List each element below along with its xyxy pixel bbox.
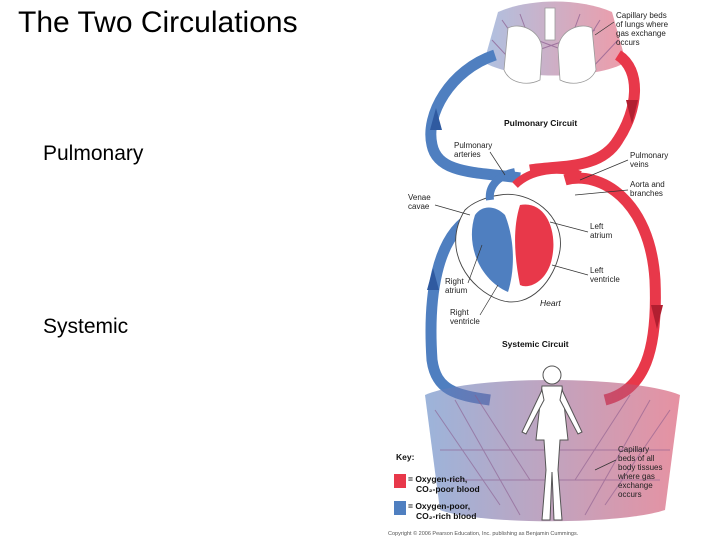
legend-key: Key: = Oxygen-rich, CO₂-poor blood = Oxy… — [394, 452, 480, 521]
svg-text:branches: branches — [630, 189, 663, 198]
svg-text:cavae: cavae — [408, 202, 430, 211]
label-pulmonary-arteries: Pulmonary arteries — [454, 141, 506, 176]
label-venae-cavae: Venae cavae — [408, 193, 471, 216]
label-heart: Heart — [540, 298, 561, 308]
svg-text:Capillary: Capillary — [618, 445, 649, 454]
key-swatch-oxygen-rich — [394, 474, 406, 488]
key-title: Key: — [396, 452, 415, 462]
svg-text:veins: veins — [630, 160, 649, 169]
key-oxygen-rich-line2: CO₂-poor blood — [416, 484, 480, 494]
svg-text:Left: Left — [590, 222, 604, 231]
svg-text:Venae: Venae — [408, 193, 431, 202]
svg-text:exchange: exchange — [618, 481, 653, 490]
key-oxygen-poor-line1: = Oxygen-poor, — [408, 501, 470, 511]
svg-text:occurs: occurs — [616, 38, 640, 47]
svg-text:ventricle: ventricle — [450, 317, 480, 326]
svg-text:where gas: where gas — [617, 472, 655, 481]
label-right-atrium: Right atrium — [445, 244, 483, 295]
label-right-ventricle: Right ventricle — [450, 284, 499, 326]
svg-text:gas exchange: gas exchange — [616, 29, 666, 38]
svg-text:Right: Right — [450, 308, 469, 317]
svg-text:Pulmonary: Pulmonary — [630, 151, 668, 160]
svg-text:beds of all: beds of all — [618, 454, 655, 463]
label-pulmonary-circuit: Pulmonary Circuit — [504, 118, 577, 128]
svg-text:occurs: occurs — [618, 490, 642, 499]
svg-text:arteries: arteries — [454, 150, 481, 159]
svg-text:Right: Right — [445, 277, 464, 286]
svg-text:of lungs where: of lungs where — [616, 20, 669, 29]
circulation-diagram: Capillary beds of lungs where gas exchan… — [388, 1, 680, 537]
systemic-artery-vessel — [563, 172, 661, 406]
svg-text:body tissues: body tissues — [618, 463, 662, 472]
label-pulmonary-veins: Pulmonary veins — [579, 151, 668, 181]
body-capillary-bed — [425, 365, 680, 522]
svg-text:Pulmonary: Pulmonary — [454, 141, 492, 150]
svg-text:ventricle: ventricle — [590, 275, 620, 284]
pulmonary-artery-vessel — [425, 49, 521, 184]
label-left-ventricle: Left ventricle — [551, 264, 620, 284]
key-swatch-oxygen-poor — [394, 501, 406, 515]
copyright-text: Copyright © 2006 Pearson Education, Inc.… — [388, 530, 579, 537]
key-oxygen-poor-line2: CO₂-rich blood — [416, 511, 476, 521]
svg-text:Capillary beds: Capillary beds — [616, 11, 667, 20]
heart — [455, 165, 582, 303]
bullet-systemic: Systemic — [43, 315, 129, 338]
label-capillary-body: Capillary beds of all body tissues where… — [594, 445, 662, 499]
svg-text:atrium: atrium — [590, 231, 613, 240]
label-capillary-lungs: Capillary beds of lungs where gas exchan… — [594, 11, 669, 47]
svg-text:Aorta and: Aorta and — [630, 180, 665, 189]
slide-title: The Two Circulations — [18, 6, 298, 39]
lung-capillary-bed — [484, 1, 626, 84]
label-systemic-circuit: Systemic Circuit — [502, 339, 569, 349]
label-left-atrium: Left atrium — [549, 221, 613, 240]
svg-text:atrium: atrium — [445, 286, 468, 295]
svg-text:Left: Left — [590, 266, 604, 275]
bullet-pulmonary: Pulmonary — [43, 142, 144, 165]
key-oxygen-rich-line1: = Oxygen-rich, — [408, 474, 467, 484]
label-aorta-branches: Aorta and branches — [574, 180, 665, 198]
